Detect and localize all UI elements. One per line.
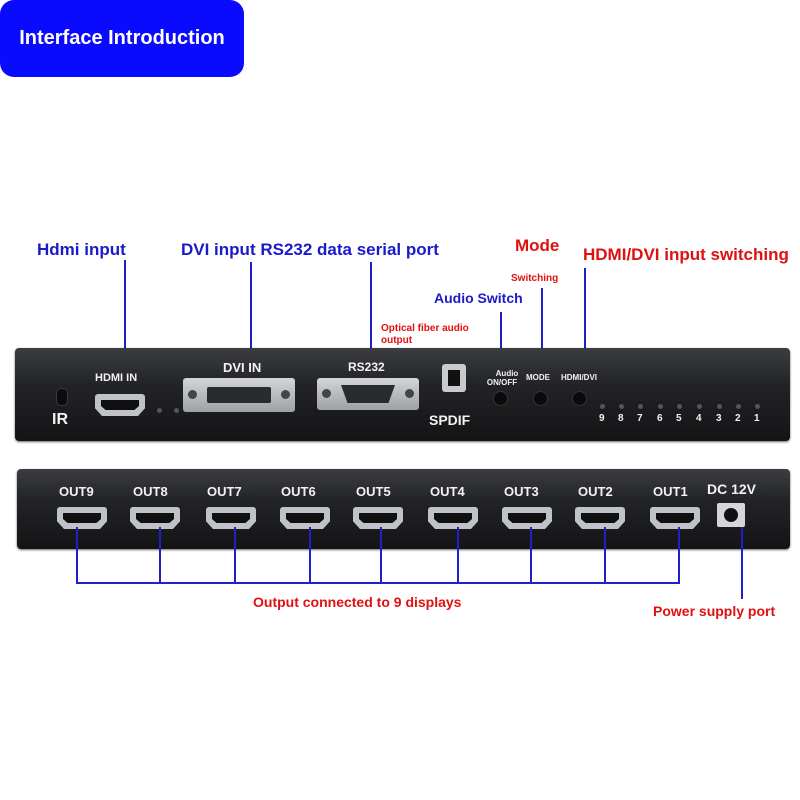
channel-led — [619, 404, 624, 409]
mode-label: MODE — [526, 373, 550, 382]
title-banner: Interface Introduction — [0, 0, 244, 77]
channel-indicators: 9 8 7 6 5 4 3 2 1 — [595, 404, 765, 428]
output-label: OUT6 — [281, 484, 316, 499]
output-label: OUT5 — [356, 484, 391, 499]
rs232-label: RS232 — [348, 360, 385, 374]
output-label: OUT1 — [653, 484, 688, 499]
output-bracket-bar — [76, 582, 680, 584]
output-label: OUT8 — [133, 484, 168, 499]
callout-optical-line1: Optical fiber audio — [381, 323, 469, 334]
channel-led — [677, 404, 682, 409]
audio-onoff-button[interactable] — [493, 391, 508, 406]
back-panel: OUT9 OUT8 OUT7 OUT6 OUT5 OUT4 OUT3 OUT2 OUT1 DC … — [17, 469, 790, 549]
output-hdmi-port — [57, 507, 107, 529]
channel-led — [717, 404, 722, 409]
output-hdmi-port — [575, 507, 625, 529]
dvi-in-label: DVI IN — [223, 360, 262, 375]
leader-hdmi-in — [124, 260, 126, 365]
callout-optical-line2: output — [381, 335, 413, 346]
channel-led — [600, 404, 605, 409]
channel-led — [755, 404, 760, 409]
output-label: OUT7 — [207, 484, 242, 499]
channel-number: 2 — [735, 413, 741, 424]
led-indicator — [157, 408, 162, 413]
audio-label-line2: ON/OFF — [486, 378, 518, 387]
callout-mode: Mode — [515, 236, 560, 255]
leader-hdmi-dvi — [584, 268, 586, 360]
channel-number: 1 — [754, 413, 760, 424]
channel-number: 8 — [618, 413, 624, 424]
spdif-port — [442, 364, 466, 392]
channel-number: 4 — [696, 413, 702, 424]
output-hdmi-port — [502, 507, 552, 529]
channel-number: 9 — [599, 413, 605, 424]
rs232-port — [317, 378, 419, 410]
callout-dvi-rs232: DVI input RS232 data serial port — [181, 240, 439, 259]
output-hdmi-port — [130, 507, 180, 529]
channel-led — [736, 404, 741, 409]
channel-led — [638, 404, 643, 409]
ir-label: IR — [52, 411, 68, 428]
output-hdmi-port — [206, 507, 256, 529]
output-hdmi-port — [650, 507, 700, 529]
output-label: OUT3 — [504, 484, 539, 499]
output-hdmi-port — [353, 507, 403, 529]
channel-led — [658, 404, 663, 409]
output-label: OUT2 — [578, 484, 613, 499]
callout-hdmi-dvi-switching: HDMI/DVI input switching — [583, 245, 789, 264]
led-indicator — [174, 408, 179, 413]
channel-led — [697, 404, 702, 409]
output-hdmi-port — [428, 507, 478, 529]
channel-number: 6 — [657, 413, 663, 424]
output-hdmi-port — [280, 507, 330, 529]
channel-number: 7 — [637, 413, 643, 424]
leader-mode — [541, 288, 543, 358]
callout-audio-switch: Audio Switch — [434, 290, 523, 306]
mode-button[interactable] — [533, 391, 548, 406]
callout-outputs: Output connected to 9 displays — [253, 594, 462, 610]
front-panel: IR HDMI IN DVI IN RS232 SPDIF Audio ON/O… — [15, 348, 790, 441]
output-label: OUT9 — [59, 484, 94, 499]
dc-power-jack — [717, 503, 745, 527]
dvi-in-port — [183, 378, 295, 412]
channel-number: 5 — [676, 413, 682, 424]
output-ports: OUT9 OUT8 OUT7 OUT6 OUT5 OUT4 OUT3 OUT2 OUT1 — [17, 469, 707, 549]
audio-label-line1: Audio — [495, 369, 519, 378]
ir-sensor — [56, 388, 68, 406]
leader-audio-switch — [500, 312, 502, 364]
dc-label: DC 12V — [707, 481, 757, 497]
leader-dvi-in — [250, 262, 252, 349]
channel-number: 3 — [716, 413, 722, 424]
callout-mode-switching: Switching — [511, 273, 559, 284]
hdmi-in-label: HDMI IN — [95, 372, 138, 384]
spdif-label: SPDIF — [429, 412, 471, 428]
leader-rs232 — [370, 262, 372, 350]
leader-power — [741, 527, 743, 599]
hdmi-in-port — [95, 394, 145, 416]
hdmi-dvi-label: HDMI/DVI — [561, 373, 597, 382]
hdmi-dvi-button[interactable] — [572, 391, 587, 406]
callout-power: Power supply port — [653, 603, 776, 619]
callout-hdmi-input: Hdmi input — [37, 240, 126, 259]
title-text: Interface Introduction — [19, 27, 225, 49]
output-label: OUT4 — [430, 484, 465, 499]
